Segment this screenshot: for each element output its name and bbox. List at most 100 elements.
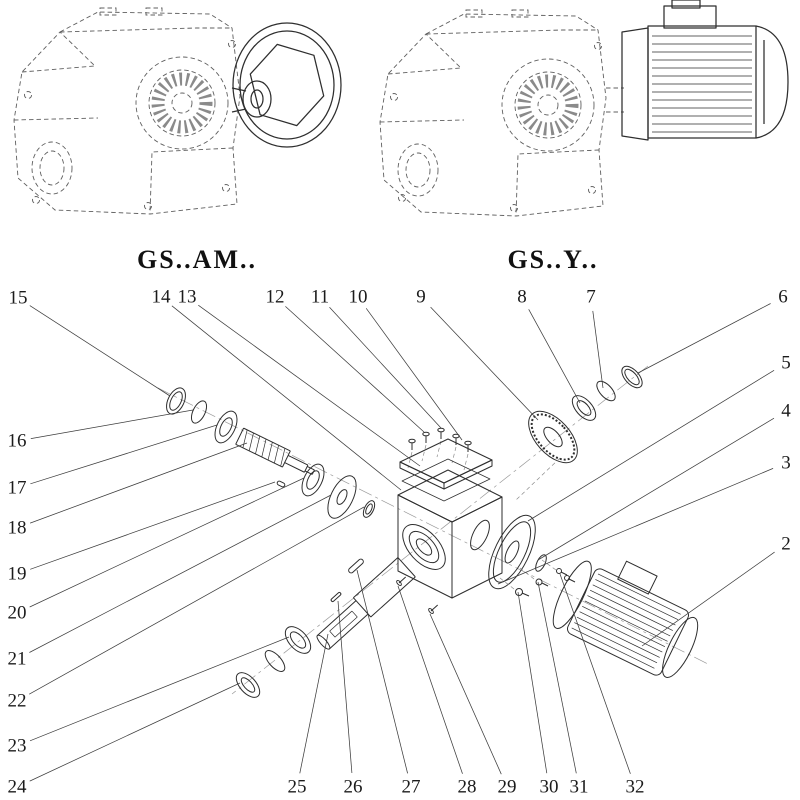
part-motor-2 xyxy=(552,560,699,678)
leader-line-5 xyxy=(527,369,775,522)
leader-line-18 xyxy=(29,442,248,524)
callout-number-11: 11 xyxy=(311,287,329,308)
gearbox-am-output-flange xyxy=(231,22,342,148)
callout-number-2: 2 xyxy=(781,534,791,555)
input-axis-centerline xyxy=(157,387,709,665)
part-bearing-20 xyxy=(301,463,325,497)
exploded-view xyxy=(157,365,709,698)
callout-number-26: 26 xyxy=(344,777,363,798)
leader-line-13 xyxy=(198,304,421,467)
leader-line-11 xyxy=(329,307,442,429)
leader-line-31 xyxy=(537,581,577,774)
leader-line-3 xyxy=(497,468,774,585)
part-housing xyxy=(397,469,503,599)
leader-line-7 xyxy=(592,310,604,389)
leader-line-9 xyxy=(430,306,539,421)
leader-line-2 xyxy=(641,551,775,647)
part-ring-6 xyxy=(621,365,643,389)
part-pin-19 xyxy=(276,480,286,488)
part-seal-ring-15 xyxy=(166,387,186,415)
part-snap-ring-7 xyxy=(596,380,616,402)
leader-line-15 xyxy=(29,305,171,397)
output-axis-centerline xyxy=(231,365,649,695)
part-output-flange-cover-5 xyxy=(488,514,536,590)
part-bearing-17 xyxy=(214,410,238,444)
callout-number-15: 15 xyxy=(9,288,28,309)
callout-number-9: 9 xyxy=(416,287,426,308)
leader-line-14 xyxy=(171,305,402,491)
part-pin-26 xyxy=(330,591,342,603)
part-screws-32 xyxy=(556,568,576,583)
figure-label-gs-y: GS..Y.. xyxy=(507,245,598,274)
callout-number-28: 28 xyxy=(458,777,477,798)
leader-line-29 xyxy=(429,613,502,775)
leader-line-21 xyxy=(29,494,332,653)
callout-number-27: 27 xyxy=(402,777,421,798)
callout-number-3: 3 xyxy=(781,453,791,474)
part-screw-29 xyxy=(428,604,439,614)
callout-number-29: 29 xyxy=(498,777,517,798)
leader-line-20 xyxy=(29,477,305,608)
leader-line-25 xyxy=(299,633,329,774)
callout-number-24: 24 xyxy=(8,777,28,798)
gearbox-y-motor xyxy=(621,0,789,141)
callout-number-21: 21 xyxy=(8,649,27,670)
callout-number-7: 7 xyxy=(586,287,596,308)
gear-insertion-dash xyxy=(515,457,561,501)
part-key-27 xyxy=(348,558,364,574)
part-bearing-23 xyxy=(284,626,312,654)
leader-line-27 xyxy=(356,569,408,774)
part-cover-plate-13 xyxy=(399,438,493,490)
leader-line-32 xyxy=(559,573,631,774)
leader-line-8 xyxy=(528,309,581,404)
part-snap-ring-23b xyxy=(264,650,286,672)
callout-number-22: 22 xyxy=(8,691,27,712)
gearbox-am-figure xyxy=(13,7,241,215)
part-spacer-ring-22 xyxy=(362,500,376,518)
part-bearing-8 xyxy=(571,395,597,421)
part-screw-28 xyxy=(396,576,407,586)
leader-line-10 xyxy=(365,308,463,441)
part-seal-ring-4 xyxy=(535,554,547,572)
fastener-insertion-dashes xyxy=(499,559,557,590)
leader-line-26 xyxy=(337,600,353,774)
leader-line-6 xyxy=(637,303,771,374)
callout-number-4: 4 xyxy=(781,401,791,422)
leader-line-17 xyxy=(30,424,218,485)
callout-number-13: 13 xyxy=(178,287,197,308)
callout-number-31: 31 xyxy=(570,777,589,798)
callout-number-17: 17 xyxy=(8,478,27,499)
callout-number-30: 30 xyxy=(540,777,559,798)
callout-number-32: 32 xyxy=(626,777,645,798)
callout-number-18: 18 xyxy=(8,518,27,539)
callout-number-23: 23 xyxy=(8,736,27,757)
callout-number-16: 16 xyxy=(8,431,27,452)
callout-number-19: 19 xyxy=(8,564,27,585)
gearbox-y-figure xyxy=(379,9,624,217)
part-gear-disc-21 xyxy=(327,475,357,519)
figure-label-gs-am: GS..AM.. xyxy=(137,245,257,274)
part-washer-24 xyxy=(235,672,261,698)
callout-number-5: 5 xyxy=(781,353,791,374)
callout-number-20: 20 xyxy=(8,603,27,624)
callout-number-6: 6 xyxy=(778,287,788,308)
callout-leader-lines xyxy=(29,303,775,782)
callout-number-25: 25 xyxy=(288,777,307,798)
callout-number-14: 14 xyxy=(152,287,172,308)
leader-line-19 xyxy=(30,481,276,570)
leader-line-23 xyxy=(29,636,290,742)
part-gasket-14 xyxy=(401,458,491,502)
part-worm-gear-9 xyxy=(528,410,578,464)
callout-number-8: 8 xyxy=(517,287,527,308)
callout-number-12: 12 xyxy=(266,287,285,308)
leader-line-16 xyxy=(30,409,194,439)
part-worm-shaft-18 xyxy=(235,427,315,475)
callout-number-10: 10 xyxy=(349,287,368,308)
part-snap-ring-16 xyxy=(190,400,208,424)
part-plug-30 xyxy=(515,588,530,597)
leader-line-24 xyxy=(29,682,241,782)
leader-line-4 xyxy=(537,417,775,561)
